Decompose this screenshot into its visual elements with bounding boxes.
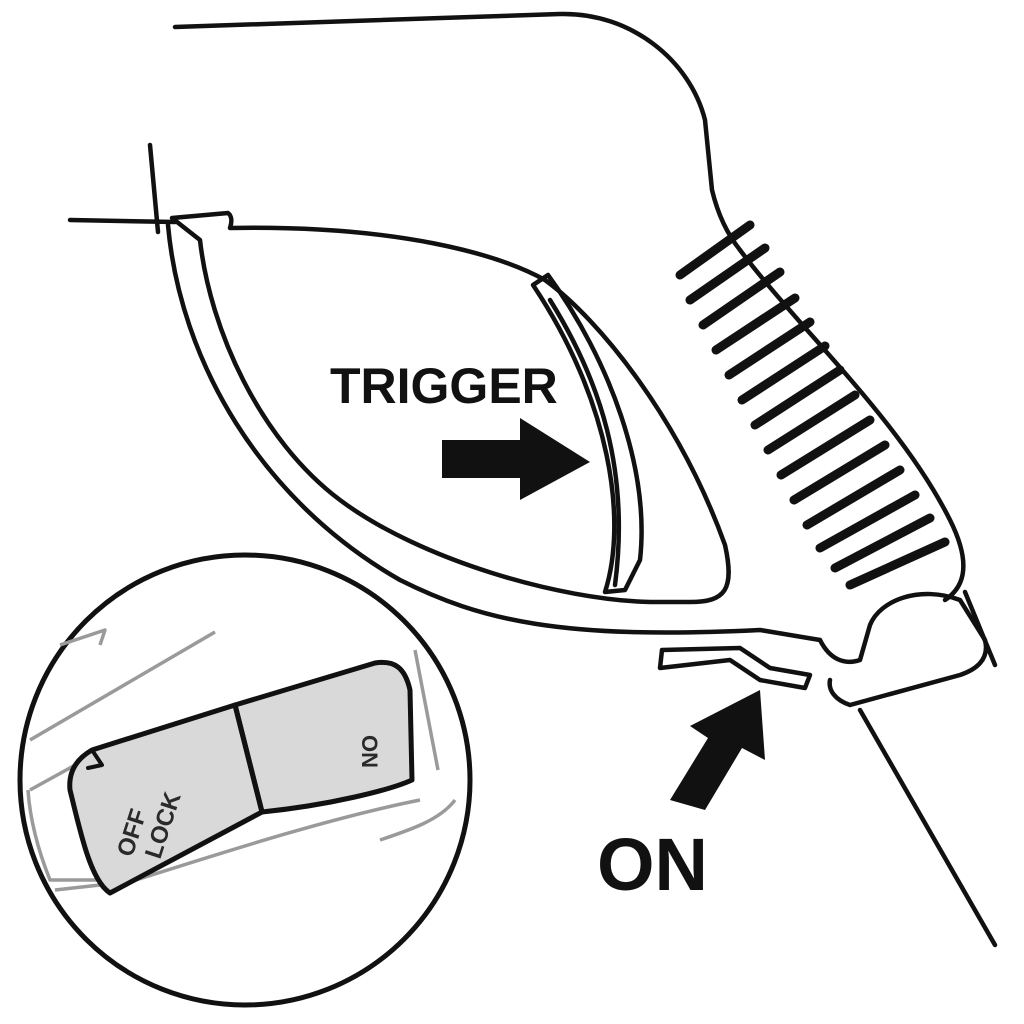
trigger-blade-inner	[547, 297, 622, 588]
grip-outline	[737, 247, 966, 603]
zoom-inset-circle	[17, 552, 473, 1008]
tool-body-outline	[172, 11, 743, 253]
on-arrow	[670, 690, 765, 810]
trigger-guard-outer	[169, 210, 731, 605]
power-cord	[857, 707, 998, 948]
rocker-on-face	[232, 659, 415, 815]
trigger-arrow	[442, 418, 590, 500]
inset-housing	[26, 628, 457, 892]
power-cord-back	[962, 589, 998, 668]
rocker-off-face	[67, 702, 265, 896]
trigger-guard-bottom	[165, 222, 823, 643]
rocker-switch	[67, 659, 415, 896]
on-label: ON	[597, 823, 708, 906]
tool-switch	[657, 645, 813, 691]
trigger-label: TRIGGER	[330, 358, 558, 414]
trigger-blade	[530, 272, 644, 595]
handle-edge-vertical	[147, 142, 161, 235]
switch-on-label: ON	[357, 735, 382, 768]
handle-edge-horizontal	[67, 217, 178, 225]
handle-collar	[817, 591, 989, 708]
grip-ribs	[675, 220, 950, 590]
